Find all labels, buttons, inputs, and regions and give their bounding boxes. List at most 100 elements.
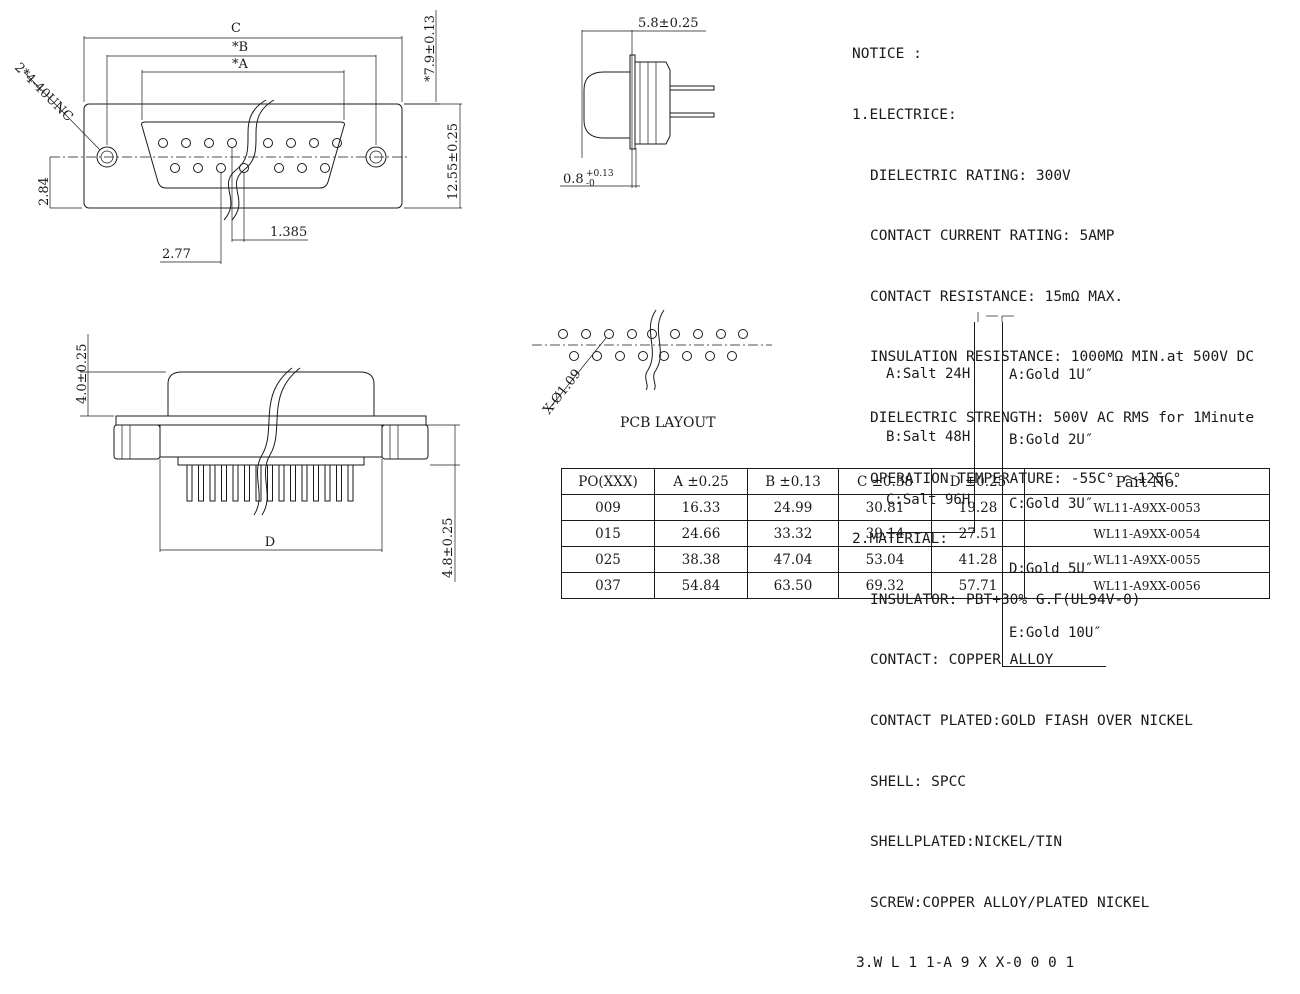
solder-pin — [221, 464, 227, 502]
dim-2-77-label: 2.77 — [162, 247, 191, 262]
front-flange — [83, 103, 403, 209]
dimension-table: PO(XXX) A ±0.25 B ±0.13 C ±0.38 D ±0.25 … — [561, 468, 1270, 599]
front-view: C *B *A 2*4-40UNC *7.9±0.13 12.55±0.25 2… — [11, 10, 462, 264]
front-shell — [141, 121, 345, 189]
dim-12-55-label: 12.55±0.25 — [446, 123, 461, 200]
cell: WL11-A9XX-0054 — [1024, 520, 1270, 547]
solder-pin — [278, 464, 285, 502]
cell: 57.71 — [931, 572, 1025, 599]
material-line: SHELLPLATED:NICKEL/TIN — [870, 834, 1063, 851]
cell: 41.28 — [931, 546, 1025, 573]
material-line: SHELL: SPCC — [870, 773, 967, 790]
notice-title: NOTICE : — [852, 46, 922, 63]
dim-5-8-label: 5.8±0.25 — [638, 16, 699, 31]
solder-pin — [347, 464, 354, 502]
dim-0-8-label: 0.8 — [563, 172, 584, 187]
cell: 39.14 — [838, 520, 932, 547]
cell: 69.32 — [838, 572, 932, 599]
salt-option: A:Salt 24H — [886, 366, 971, 382]
solder-pin — [336, 464, 342, 502]
dim-4-0-label: 4.0±0.25 — [75, 343, 90, 404]
bottom-view: 4.0±0.25 4.8±0.25 D — [75, 334, 460, 582]
dim-2-84-label: 2.84 — [37, 177, 52, 206]
dim-0-8-tol-lower: -0 — [586, 179, 595, 189]
cell: 47.04 — [747, 546, 839, 573]
side-shell — [583, 71, 631, 139]
solder-pin — [186, 464, 193, 502]
cell: 025 — [561, 546, 655, 573]
solder-pin — [267, 464, 273, 502]
solder-pin — [198, 464, 204, 502]
dim-a-label: *A — [232, 57, 249, 72]
solder-pin — [244, 464, 250, 502]
pcb-hole-label: X-Ø1.09 — [540, 367, 584, 418]
cell: 24.66 — [654, 520, 748, 547]
gold-option: A:Gold 1U″ — [1009, 367, 1094, 383]
salt-option: B:Salt 48H — [886, 429, 971, 445]
technical-drawing: C *B *A 2*4-40UNC *7.9±0.13 12.55±0.25 2… — [11, 10, 1014, 582]
electric-line: DIELECTRIC STRENGTH: 500V AC RMS for 1Mi… — [870, 409, 1255, 426]
pcb-holes-top — [558, 329, 748, 339]
cell: 54.84 — [654, 572, 748, 599]
contact-pins-top — [158, 138, 342, 148]
code-brackets — [977, 312, 1014, 322]
gold-option: E:Gold 10U″ — [1009, 625, 1102, 641]
solder-pin — [324, 464, 331, 502]
header-d: D ±0.25 — [931, 468, 1025, 495]
dim-0-8-tol-upper: +0.13 — [586, 169, 614, 179]
dim-thread-label: 2*4-40UNC — [11, 60, 76, 125]
cell: 16.33 — [654, 494, 748, 521]
electric-title: 1.ELECTRICE: — [852, 107, 957, 123]
header-po: PO(XXX) — [561, 468, 655, 495]
dim-1-385-label: 1.385 — [270, 225, 307, 240]
break-line — [231, 99, 275, 221]
header-part-no: Part No. — [1024, 468, 1270, 495]
cell: 53.04 — [838, 546, 932, 573]
material-line: CONTACT PLATED:GOLD FIASH OVER NICKEL — [870, 712, 1194, 729]
cell: WL11-A9XX-0056 — [1024, 572, 1270, 599]
cell: 19.28 — [931, 494, 1025, 521]
dim-c-label: C — [231, 21, 241, 36]
solder-pin — [290, 464, 296, 502]
cell: 33.32 — [747, 520, 839, 547]
side-view: 5.8±0.25 0.8 +0.13 -0 — [560, 16, 715, 189]
solder-pin — [209, 464, 216, 502]
bottom-shell — [167, 371, 375, 416]
solder-pin — [313, 464, 319, 502]
pcb-holes-bottom — [569, 351, 737, 361]
electric-line: CONTACT CURRENT RATING: 5AMP — [870, 228, 1115, 245]
pcb-layout: X-Ø1.09 — [532, 309, 772, 418]
gold-option: B:Gold 2U″ — [1009, 431, 1094, 448]
cell: 63.50 — [747, 572, 839, 599]
header-c: C ±0.38 — [838, 468, 932, 495]
cell: 24.99 — [747, 494, 839, 521]
solder-pin — [301, 464, 308, 502]
solder-pin — [232, 464, 239, 502]
header-b: B ±0.13 — [747, 468, 839, 495]
cell: 037 — [561, 572, 655, 599]
cell: WL11-A9XX-0053 — [1024, 494, 1270, 521]
dim-d-label: D — [265, 535, 275, 550]
contact-pins-bottom — [170, 163, 330, 173]
material-line: SCREW:COPPER ALLOY/PLATED NICKEL — [870, 894, 1150, 911]
dim-4-8-label: 4.8±0.25 — [441, 517, 456, 578]
cell: 27.51 — [931, 520, 1025, 547]
pcb-layout-title: PCB LAYOUT — [620, 415, 716, 431]
dim-7-9-label: *7.9±0.13 — [423, 15, 438, 82]
electric-line: DIELECTRIC RATING: 300V — [870, 167, 1071, 184]
electric-line: INSULATION RESISTANCE: 1000MΩ MIN.at 500… — [870, 349, 1255, 366]
cell: 009 — [561, 494, 655, 521]
cell: 38.38 — [654, 546, 748, 573]
cell: WL11-A9XX-0055 — [1024, 546, 1270, 573]
electric-line: CONTACT RESISTANCE: 15mΩ MAX. — [870, 288, 1124, 305]
dim-b-label: *B — [232, 40, 248, 55]
bottom-flange — [115, 415, 427, 426]
header-a: A ±0.25 — [654, 468, 748, 495]
solder-pins — [186, 464, 354, 502]
cell: 015 — [561, 520, 655, 547]
cell: 30.81 — [838, 494, 932, 521]
